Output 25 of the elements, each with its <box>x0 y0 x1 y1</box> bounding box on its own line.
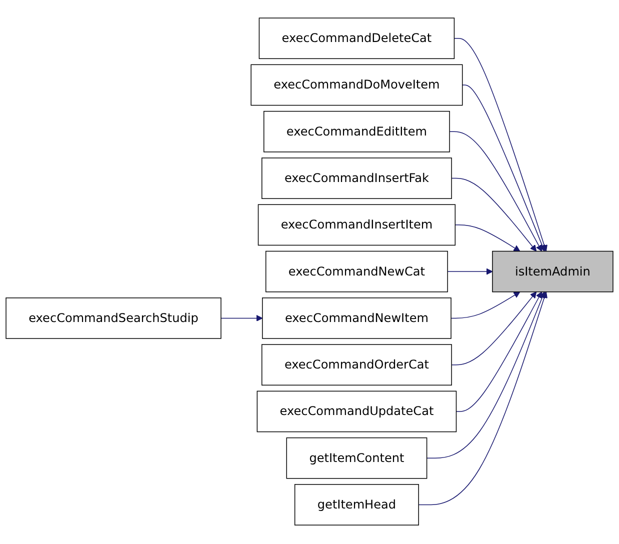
arrow <box>426 292 546 459</box>
node-box: execCommandUpdateCat <box>256 391 457 433</box>
node-box: execCommandDoMoveItem <box>250 64 463 106</box>
node-box: execCommandInsertItem <box>258 204 456 246</box>
arrow <box>450 292 520 320</box>
node-box: execCommandOrderCat <box>262 344 452 386</box>
arrow <box>454 224 520 252</box>
node-box: execCommandInsertFak <box>262 158 452 200</box>
arrow <box>451 178 537 252</box>
arrow <box>418 292 548 506</box>
arrow <box>462 85 546 252</box>
node-box: getItemContent <box>286 438 428 480</box>
arrow <box>220 315 263 322</box>
node-box: execCommandDeleteCat <box>258 18 455 60</box>
node-box: execCommandNewItem <box>262 298 452 340</box>
node-box: execCommandNewCat <box>265 251 448 293</box>
node-box: execCommandSearchStudip <box>6 298 222 340</box>
arrow <box>454 38 548 252</box>
node-box: getItemHead <box>294 484 419 526</box>
arrow <box>451 292 537 366</box>
node-box: execCommandEditItem <box>264 111 450 153</box>
arrow <box>447 268 493 276</box>
arrow <box>456 292 542 412</box>
arrow <box>449 132 542 252</box>
node-box: isItemAdmin <box>492 251 614 293</box>
